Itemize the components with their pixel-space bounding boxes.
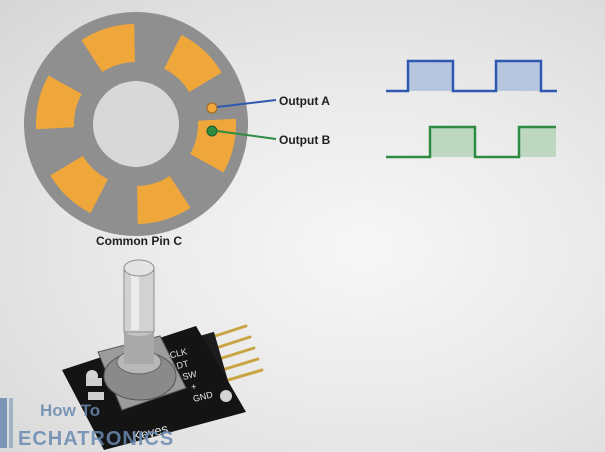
disc-hole	[93, 81, 179, 167]
header-pin	[223, 368, 264, 383]
contact-pad	[81, 24, 135, 73]
output-b-trace	[386, 125, 556, 159]
output-b-pulse	[430, 127, 475, 157]
mount-hole	[220, 390, 232, 402]
encoder-disc	[24, 12, 248, 236]
common-pin-label: Common Pin C	[96, 234, 182, 248]
contact-pad	[164, 34, 222, 93]
header-pin	[214, 335, 252, 350]
output-a-leader	[216, 99, 277, 108]
output-b-waveform	[386, 125, 556, 159]
output-b-leader	[216, 130, 277, 140]
output-a-label: Output A	[279, 94, 330, 108]
contact-pad	[137, 175, 191, 224]
watermark: How To ECHATRONICS	[0, 398, 174, 450]
smd-resistor	[86, 378, 102, 386]
pin-label-sw: SW	[181, 369, 198, 382]
watermark-line1: How To	[40, 401, 100, 420]
pin-label-clk: CLK	[169, 346, 188, 360]
header-pin	[210, 324, 248, 339]
pin-labels: CLK DT SW + GND	[169, 346, 215, 404]
header-pin	[217, 346, 256, 361]
contact-point-a	[206, 102, 218, 114]
pin-label-gnd: GND	[192, 389, 214, 404]
shaft-highlight	[131, 272, 139, 330]
shaft-top	[123, 259, 155, 277]
watermark-bar	[0, 398, 7, 448]
pin-label-dt: DT	[175, 358, 190, 371]
header-pin	[220, 357, 260, 372]
contact-pad	[50, 155, 108, 214]
encoder-module: CLK DT SW + GND Keyes	[62, 259, 264, 450]
output-a-pulse	[408, 61, 453, 91]
output-a-waveform	[386, 59, 557, 93]
watermark-bar	[9, 398, 13, 448]
watermark-line2: ECHATRONICS	[18, 428, 174, 450]
smd-resistor	[88, 392, 104, 400]
output-b-pulse	[519, 127, 556, 157]
pin-label-plus: +	[190, 381, 198, 392]
output-b-label: Output B	[279, 133, 331, 147]
contact-point-b	[206, 125, 218, 137]
header-pins	[210, 324, 264, 383]
output-a-trace	[386, 59, 557, 93]
output-a-pulse	[496, 61, 541, 91]
contact-pad	[36, 75, 82, 130]
